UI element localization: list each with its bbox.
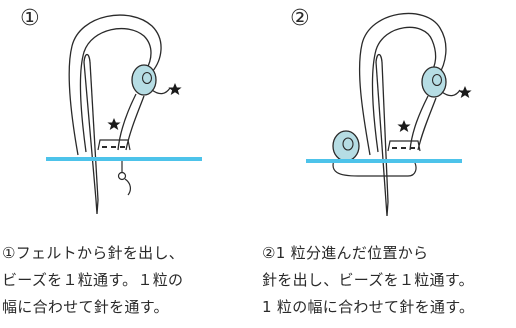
step-2-number: ② [290, 6, 310, 31]
bead-icon [332, 130, 360, 162]
caption-line: ①フェルトから針を出し、 [2, 244, 185, 262]
caption-line: 幅に合わせて針を通す。 [2, 298, 169, 316]
thread-loop-outer [358, 12, 447, 156]
bead-width-marker [387, 140, 421, 152]
step-1-caption: ①フェルトから針を出し、 ビーズを１粒通す。１粒の 幅に合わせて針を通す。 [2, 240, 252, 321]
step-2-caption: ②1 粒分進んだ位置から 針を出し、ビーズを１粒通す。 1 粒の幅に合わせて針を… [262, 240, 514, 321]
knot-icon [117, 161, 131, 196]
thread-from-bead-2 [417, 97, 437, 151]
star-icon [397, 120, 411, 132]
caption-line: 1 粒の幅に合わせて針を通す。 [262, 298, 475, 316]
thread-loop-outer [68, 14, 162, 156]
step-1-figure: ① [0, 0, 258, 230]
caption-line: ②1 粒分進んだ位置から [262, 244, 429, 262]
thread-from-bead-2 [125, 95, 145, 151]
step-2-figure: ② [258, 0, 516, 230]
caption-line: 針を出し、ビーズを１粒通す。 [262, 271, 474, 289]
bead-icon [421, 66, 461, 98]
thread-loop-inner [79, 28, 152, 153]
star-icon [168, 83, 182, 95]
thread-from-bead [117, 93, 137, 151]
bead-icon [131, 64, 171, 96]
caption-line: ビーズを１粒通す。１粒の [2, 271, 184, 289]
star-icon [458, 86, 472, 98]
thread-from-bead [409, 95, 429, 151]
needle-icon [375, 53, 389, 217]
bead-width-marker [97, 139, 131, 151]
thread-loop-inner [371, 26, 437, 153]
step-1-illustration [46, 14, 202, 215]
felt-surface [306, 159, 462, 163]
star-icon [107, 118, 121, 130]
step-2-illustration [306, 12, 472, 217]
felt-surface [46, 157, 202, 161]
step-1-number: ① [20, 6, 40, 31]
needle-icon [83, 53, 99, 215]
thread-underside [332, 159, 417, 177]
